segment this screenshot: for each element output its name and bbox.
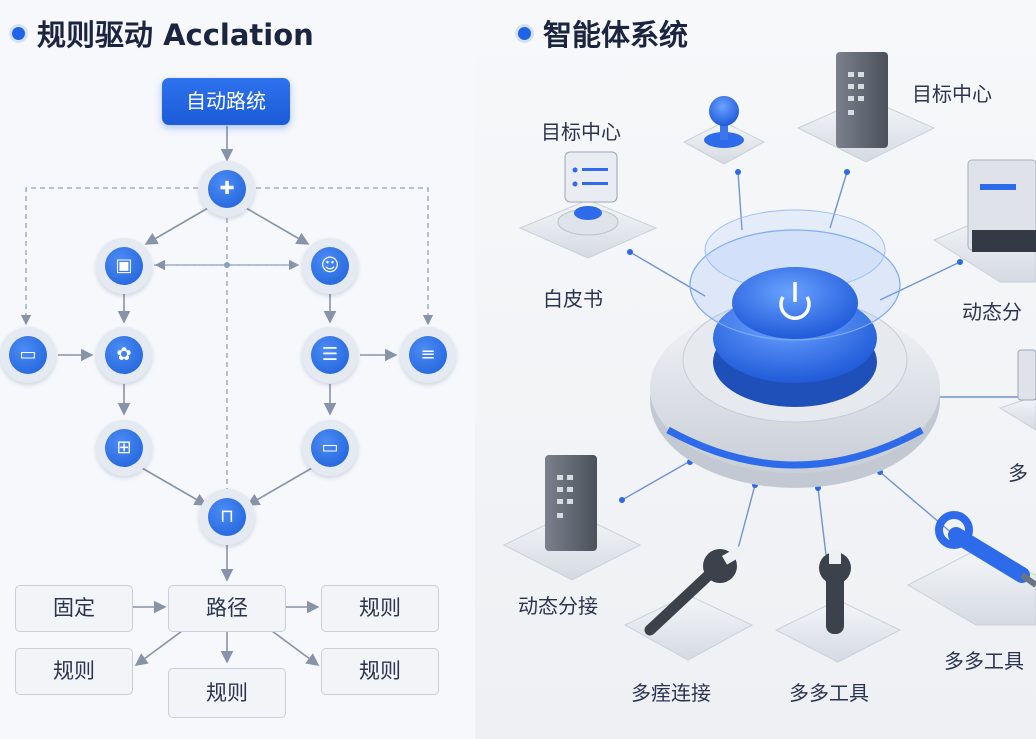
multi-tool-wrench[interactable] <box>774 550 902 663</box>
left-title-text: 规则驱动 Acclation <box>37 18 314 52</box>
device-right-partial[interactable] <box>998 349 1036 431</box>
tablet-icon <box>1017 349 1036 401</box>
left-panel-title: 规则驱动 Acclation <box>12 12 314 54</box>
monitor-icon: ▭ <box>9 336 47 374</box>
plus-circle-icon: ✚ <box>208 170 246 208</box>
power-icon <box>779 296 811 320</box>
label-goal-center-right: 目标中心 <box>912 82 992 106</box>
box-rule-bottom-left[interactable]: 规则 <box>15 648 133 695</box>
dynamic-server-right[interactable] <box>932 159 1036 283</box>
label-multi-connect: 多痓连接 <box>631 681 711 705</box>
box-rule-top-right[interactable]: 规则 <box>321 585 439 632</box>
menu-node[interactable]: ≡ <box>400 327 456 383</box>
flower-icon: ✿ <box>105 336 143 374</box>
monitor-icon: ▭ <box>311 429 349 467</box>
label-dynamic-connect: 动态分接 <box>518 594 598 618</box>
label-multi-tool-mid: 多多工具 <box>789 681 869 705</box>
grid-icon: ⊞ <box>105 429 143 467</box>
multi-tool-screwdriver[interactable] <box>906 511 1036 626</box>
plus-circle-node[interactable]: ✚ <box>199 161 255 217</box>
user-node[interactable]: ☺ <box>302 238 358 294</box>
goal-center-device-left[interactable] <box>518 151 658 259</box>
label-goal-center-left: 目标中心 <box>541 120 621 144</box>
joystick-icon <box>709 96 739 126</box>
lock-icon: ⊓ <box>208 498 246 536</box>
label-multi-tool-right: 多多工具 <box>944 649 1024 673</box>
right-title-text: 智能体系统 <box>543 18 689 52</box>
box-path[interactable]: 路径 <box>168 585 286 632</box>
wrench-icon <box>826 570 844 634</box>
list-node[interactable]: ☰ <box>302 327 358 383</box>
label-dynamic-right: 动态分 <box>962 300 1022 324</box>
multi-connect-tool[interactable] <box>623 545 754 661</box>
goal-center-server-right[interactable] <box>796 52 936 163</box>
cube-node[interactable]: ▣ <box>96 238 152 294</box>
cube-icon: ▣ <box>105 247 143 285</box>
start-node-auto-route[interactable]: 自动路统 <box>162 78 290 125</box>
title-bullet-icon <box>518 26 531 40</box>
label-multi-right: 多 <box>1008 461 1028 485</box>
monitor-icon <box>564 151 618 203</box>
grid-node[interactable]: ⊞ <box>96 420 152 476</box>
dynamic-connect-device[interactable] <box>502 455 642 581</box>
user-icon: ☺ <box>311 247 349 285</box>
box-rule-bottom-center[interactable]: 规则 <box>168 668 286 718</box>
label-whitepaper: 白皮书 <box>543 287 603 311</box>
flow-connectors <box>20 126 434 666</box>
monitor-node-left[interactable]: ▭ <box>0 327 56 383</box>
menu-icon: ≡ <box>409 336 447 374</box>
right-panel-title: 智能体系统 <box>518 12 688 54</box>
title-bullet-icon <box>12 26 25 40</box>
box-rule-bottom-right[interactable]: 规则 <box>321 648 439 695</box>
wrench-icon <box>644 566 718 636</box>
box-fixed[interactable]: 固定 <box>15 585 133 632</box>
flower-node[interactable]: ✿ <box>96 327 152 383</box>
lock-node[interactable]: ⊓ <box>199 489 255 545</box>
central-hub[interactable] <box>650 209 940 488</box>
rule-driven-panel: 规则驱动 Acclation 自动路统 ✚ ▣ ☺ ▭ ✿ ☰ ≡ ⊞ ▭ ⊓ … <box>0 0 475 739</box>
list-icon: ☰ <box>311 336 349 374</box>
joystick-device[interactable] <box>682 96 766 165</box>
monitor-node-right[interactable]: ▭ <box>302 420 358 476</box>
